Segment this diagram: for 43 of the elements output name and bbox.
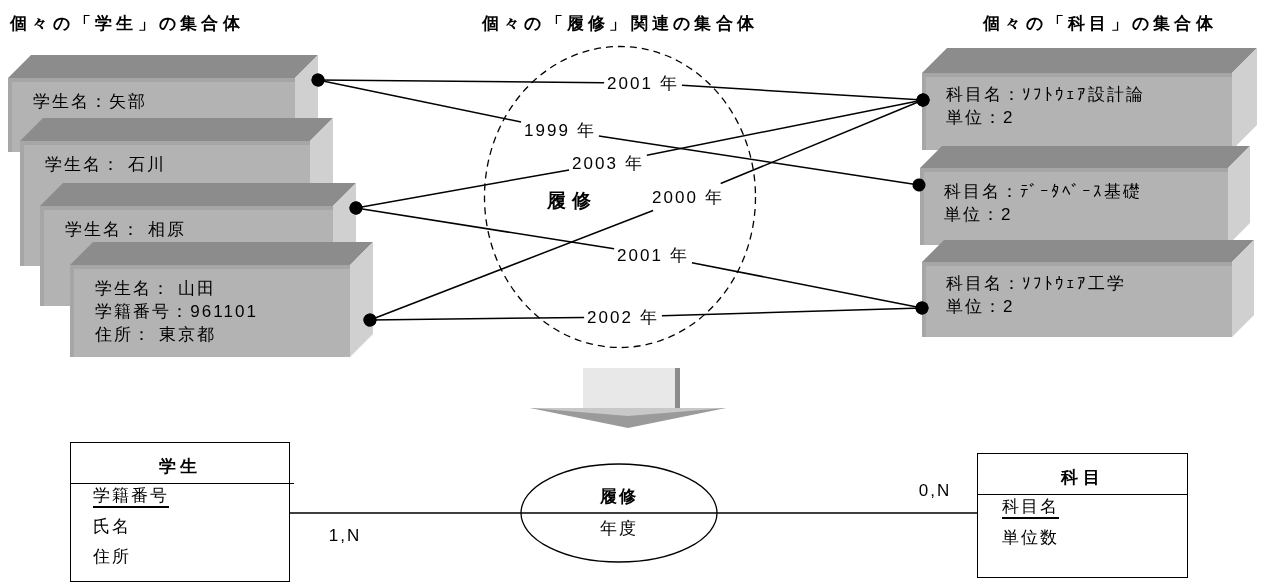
section-heading: 個々の「科目」の集合体 — [983, 13, 1217, 35]
connector-line — [661, 301, 929, 317]
record-field: 学生名： 石川 — [45, 153, 166, 176]
record-field: 科目名：ﾃﾞｰﾀﾍﾞｰｽ基礎 — [944, 180, 1143, 203]
cardinality-label: 0,N — [918, 479, 952, 502]
cardinality-label: 1,N — [328, 524, 362, 547]
relationship-name: 履修 — [599, 486, 639, 508]
record-field: 学籍番号：961101 — [95, 300, 258, 323]
record-field: 単位：2 — [946, 295, 1127, 318]
section-heading: 個々の「学生」の集合体 — [10, 13, 244, 35]
record-field: 学生名： 相原 — [65, 218, 186, 241]
attribute: 年度 — [599, 518, 639, 540]
connector-line — [311, 73, 522, 123]
connector-line — [289, 512, 521, 514]
record-field: 住所： 東京都 — [95, 323, 258, 346]
attribute: 氏名 — [93, 516, 132, 538]
connector-line — [363, 313, 585, 327]
relationship-label: 履修 — [547, 188, 597, 212]
entity-box — [977, 453, 1188, 578]
year-label: 1999 年 — [524, 118, 596, 142]
record-field: 学生名：矢部 — [33, 90, 148, 113]
year-label: 2001 年 — [607, 71, 679, 95]
year-label: 2002 年 — [587, 305, 659, 329]
connector-line — [349, 201, 615, 250]
connector-line — [719, 93, 930, 185]
record-field: 科目名：ｿﾌﾄｳｪｱ設計論 — [946, 83, 1146, 106]
record-field: 学生名： 山田 — [95, 277, 258, 300]
connector-line — [717, 512, 978, 514]
record-field: 単位：2 — [944, 203, 1143, 226]
record-field: 科目名：ｿﾌﾄｳｪｱ工学 — [946, 272, 1127, 295]
connector-line — [349, 169, 570, 215]
connector-line — [598, 135, 926, 192]
year-label: 2001 年 — [617, 243, 689, 267]
record-field: 単位：2 — [946, 106, 1146, 129]
entity-name: 科目 — [1061, 467, 1104, 489]
attribute: 住所 — [93, 546, 132, 568]
key-attribute: 学籍番号 — [93, 485, 170, 508]
entity-name: 学生 — [158, 456, 202, 478]
attribute: 単位数 — [1002, 527, 1060, 549]
year-label: 2000 年 — [652, 185, 724, 209]
year-label: 2003 年 — [572, 151, 644, 175]
section-heading: 個々の「履修」関連の集合体 — [481, 13, 759, 35]
key-attribute: 科目名 — [1002, 496, 1060, 519]
